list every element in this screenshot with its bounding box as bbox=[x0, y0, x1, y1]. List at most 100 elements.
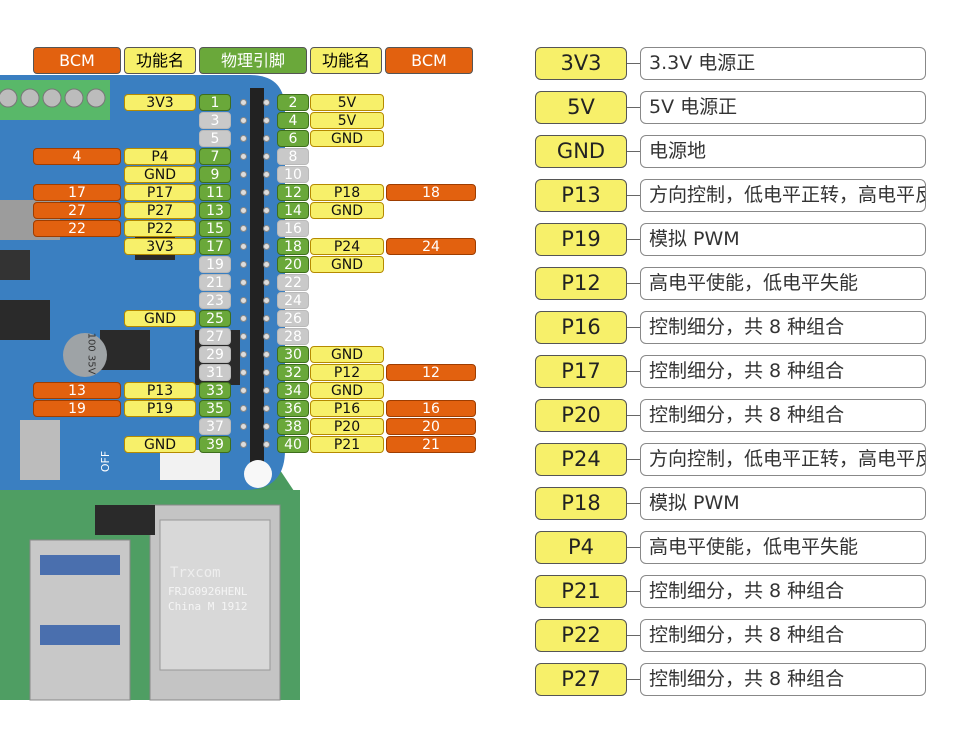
legend-connector bbox=[627, 195, 640, 196]
pin-28: 28 bbox=[277, 328, 309, 345]
header-physical-pin: 物理引脚 bbox=[199, 47, 307, 74]
bcm-right-40: 21 bbox=[386, 436, 476, 453]
pin-hole-3 bbox=[240, 117, 247, 124]
pin-hole-17 bbox=[240, 243, 247, 250]
legend-desc-P20: 控制细分，共 8 种组合 bbox=[640, 399, 926, 432]
pin-9: 9 bbox=[199, 166, 231, 183]
pin-hole-4 bbox=[263, 117, 270, 124]
pin-20: 20 bbox=[277, 256, 309, 273]
pin-hole-6 bbox=[263, 135, 270, 142]
legend-key-3V3: 3V3 bbox=[535, 47, 627, 80]
legend-key-P17: P17 bbox=[535, 355, 627, 388]
pin-hole-14 bbox=[263, 207, 270, 214]
pin-hole-5 bbox=[240, 135, 247, 142]
legend-key-P21: P21 bbox=[535, 575, 627, 608]
func-right-40: P21 bbox=[310, 436, 384, 453]
pin-23: 23 bbox=[199, 292, 231, 309]
pin-30: 30 bbox=[277, 346, 309, 363]
func-left-33: P13 bbox=[124, 382, 196, 399]
legend-connector bbox=[627, 459, 640, 460]
capacitor-label: 100 35V bbox=[85, 332, 97, 375]
pin-34: 34 bbox=[277, 382, 309, 399]
legend-desc-P17: 控制细分，共 8 种组合 bbox=[640, 355, 926, 388]
func-right-20: GND bbox=[310, 256, 384, 273]
pin-hole-23 bbox=[240, 297, 247, 304]
legend-key-P12: P12 bbox=[535, 267, 627, 300]
pin-hole-21 bbox=[240, 279, 247, 286]
bcm-left-11: 17 bbox=[33, 184, 121, 201]
pin-33: 33 bbox=[199, 382, 231, 399]
legend-key-P22: P22 bbox=[535, 619, 627, 652]
pin-hole-36 bbox=[263, 405, 270, 412]
pin-21: 21 bbox=[199, 274, 231, 291]
pin-hole-2 bbox=[263, 99, 270, 106]
legend-desc-P18: 模拟 PWM bbox=[640, 487, 926, 520]
bcm-left-33: 13 bbox=[33, 382, 121, 399]
legend-connector bbox=[627, 415, 640, 416]
pin-hole-25 bbox=[240, 315, 247, 322]
func-right-30: GND bbox=[310, 346, 384, 363]
bcm-right-38: 20 bbox=[386, 418, 476, 435]
pin-hole-34 bbox=[263, 387, 270, 394]
pin-hole-37 bbox=[240, 423, 247, 430]
pin-7: 7 bbox=[199, 148, 231, 165]
pin-hole-13 bbox=[240, 207, 247, 214]
legend-connector bbox=[627, 503, 640, 504]
pin-12: 12 bbox=[277, 184, 309, 201]
pin-hole-15 bbox=[240, 225, 247, 232]
pin-hole-29 bbox=[240, 351, 247, 358]
legend-key-P16: P16 bbox=[535, 311, 627, 344]
pin-2: 2 bbox=[277, 94, 309, 111]
pin-3: 3 bbox=[199, 112, 231, 129]
bcm-left-13: 27 bbox=[33, 202, 121, 219]
pin-hole-38 bbox=[263, 423, 270, 430]
pin-hole-28 bbox=[263, 333, 270, 340]
func-right-34: GND bbox=[310, 382, 384, 399]
legend-desc-P24: 方向控制，低电平正转，高电平反转 bbox=[640, 443, 926, 476]
pin-hole-1 bbox=[240, 99, 247, 106]
func-left-1: 3V3 bbox=[124, 94, 196, 111]
legend-desc-P21: 控制细分，共 8 种组合 bbox=[640, 575, 926, 608]
pin-hole-7 bbox=[240, 153, 247, 160]
pin-11: 11 bbox=[199, 184, 231, 201]
func-right-2: 5V bbox=[310, 94, 384, 111]
legend-desc-P22: 控制细分，共 8 种组合 bbox=[640, 619, 926, 652]
header-bcm-left: BCM bbox=[33, 47, 121, 74]
legend-desc-P13: 方向控制，低电平正转，高电平反转 bbox=[640, 179, 926, 212]
legend-key-P18: P18 bbox=[535, 487, 627, 520]
legend-key-P20: P20 bbox=[535, 399, 627, 432]
pin-1: 1 bbox=[199, 94, 231, 111]
pin-22: 22 bbox=[277, 274, 309, 291]
legend-desc-P16: 控制细分，共 8 种组合 bbox=[640, 311, 926, 344]
legend-desc-GND: 电源地 bbox=[640, 135, 926, 168]
pin-hole-26 bbox=[263, 315, 270, 322]
header-bcm-right: BCM bbox=[385, 47, 473, 74]
pin-37: 37 bbox=[199, 418, 231, 435]
pin-29: 29 bbox=[199, 346, 231, 363]
bcm-right-32: 12 bbox=[386, 364, 476, 381]
pin-5: 5 bbox=[199, 130, 231, 147]
pin-16: 16 bbox=[277, 220, 309, 237]
func-left-39: GND bbox=[124, 436, 196, 453]
pin-hole-33 bbox=[240, 387, 247, 394]
bcm-right-36: 16 bbox=[386, 400, 476, 417]
pin-31: 31 bbox=[199, 364, 231, 381]
jack-model: FRJG0926HENL bbox=[168, 585, 248, 598]
pin-26: 26 bbox=[277, 310, 309, 327]
pin-hole-40 bbox=[263, 441, 270, 448]
legend-connector bbox=[627, 547, 640, 548]
pin-hole-30 bbox=[263, 351, 270, 358]
header-func-left: 功能名 bbox=[124, 47, 196, 74]
func-right-4: 5V bbox=[310, 112, 384, 129]
legend-key-P24: P24 bbox=[535, 443, 627, 476]
pin-hole-20 bbox=[263, 261, 270, 268]
pin-36: 36 bbox=[277, 400, 309, 417]
legend-desc-P27: 控制细分，共 8 种组合 bbox=[640, 663, 926, 696]
pin-hole-10 bbox=[263, 171, 270, 178]
pin-hole-11 bbox=[240, 189, 247, 196]
legend-connector bbox=[627, 151, 640, 152]
pin-39: 39 bbox=[199, 436, 231, 453]
pin-32: 32 bbox=[277, 364, 309, 381]
pin-hole-9 bbox=[240, 171, 247, 178]
